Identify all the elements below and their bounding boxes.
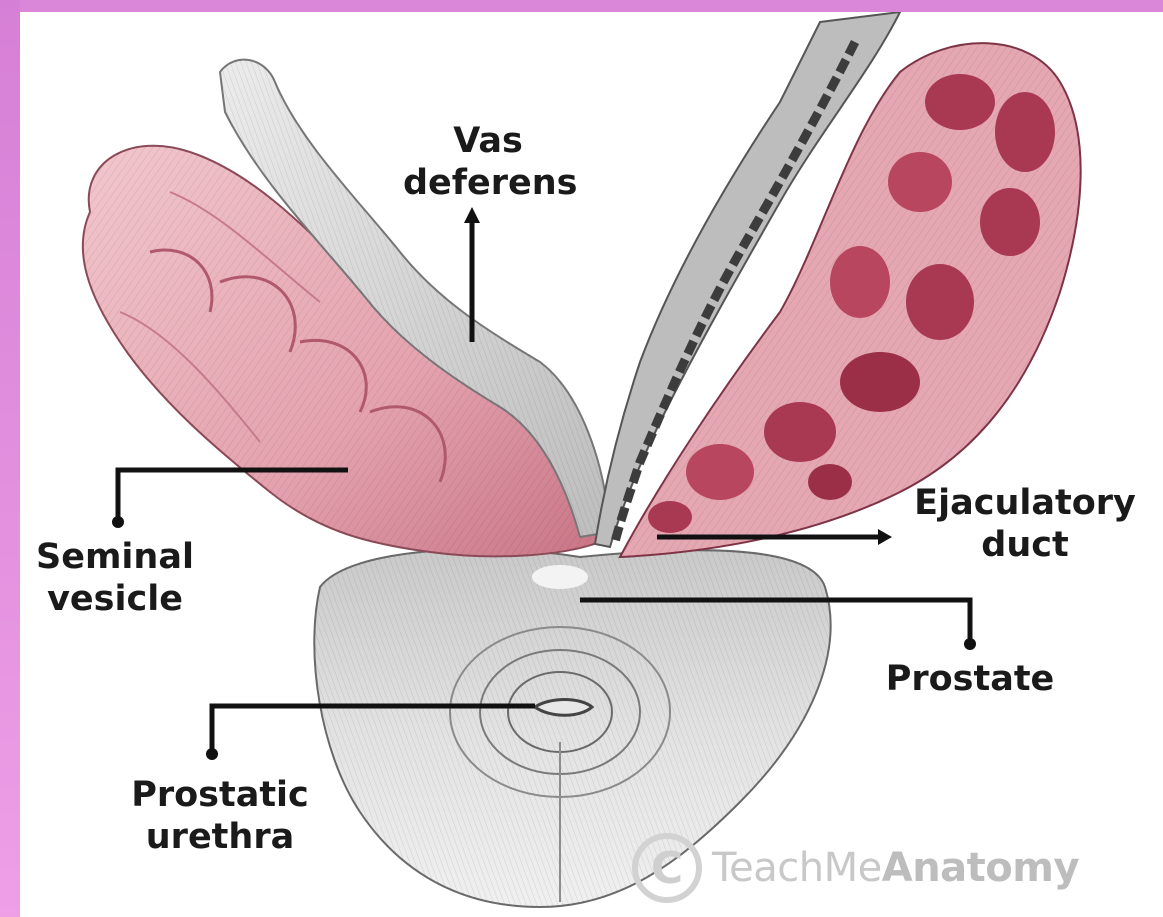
- frame-left-border: [0, 0, 20, 917]
- label-prostatic-urethra-line1: Prostatic: [110, 774, 330, 816]
- dot-prostate: [964, 638, 976, 650]
- label-vas-deferens-line2: deferens: [403, 162, 573, 204]
- label-seminal-vesicle-line2: vesicle: [20, 578, 210, 620]
- label-vas-deferens-line1: Vas: [403, 120, 573, 162]
- arrowhead-vas-deferens: [464, 207, 480, 223]
- label-prostate-line1: Prostate: [870, 658, 1070, 700]
- frame-top-border: [0, 0, 1163, 12]
- label-ejaculatory-duct: Ejaculatory duct: [905, 482, 1145, 566]
- label-seminal-vesicle-line1: Seminal: [20, 536, 210, 578]
- label-seminal-vesicle: Seminal vesicle: [20, 536, 210, 620]
- watermark: C TeachMe Anatomy: [632, 828, 1079, 908]
- dot-prostatic-urethra: [206, 748, 218, 760]
- label-prostatic-urethra-line2: urethra: [110, 816, 330, 858]
- label-prostate: Prostate: [870, 658, 1070, 700]
- label-prostatic-urethra: Prostatic urethra: [110, 774, 330, 858]
- label-ejaculatory-duct-line2: duct: [905, 524, 1145, 566]
- label-vas-deferens: Vas deferens: [403, 120, 573, 204]
- watermark-text-part2: Anatomy: [882, 845, 1079, 891]
- label-ejaculatory-duct-line1: Ejaculatory: [905, 482, 1145, 524]
- dot-seminal-vesicle: [112, 516, 124, 528]
- watermark-text-part1: TeachMe: [712, 845, 882, 891]
- arrowhead-ejaculatory-duct: [878, 529, 892, 545]
- copyright-icon: C: [632, 833, 702, 903]
- diagram-canvas: Vas deferens Seminal vesicle Ejaculatory…: [20, 12, 1163, 917]
